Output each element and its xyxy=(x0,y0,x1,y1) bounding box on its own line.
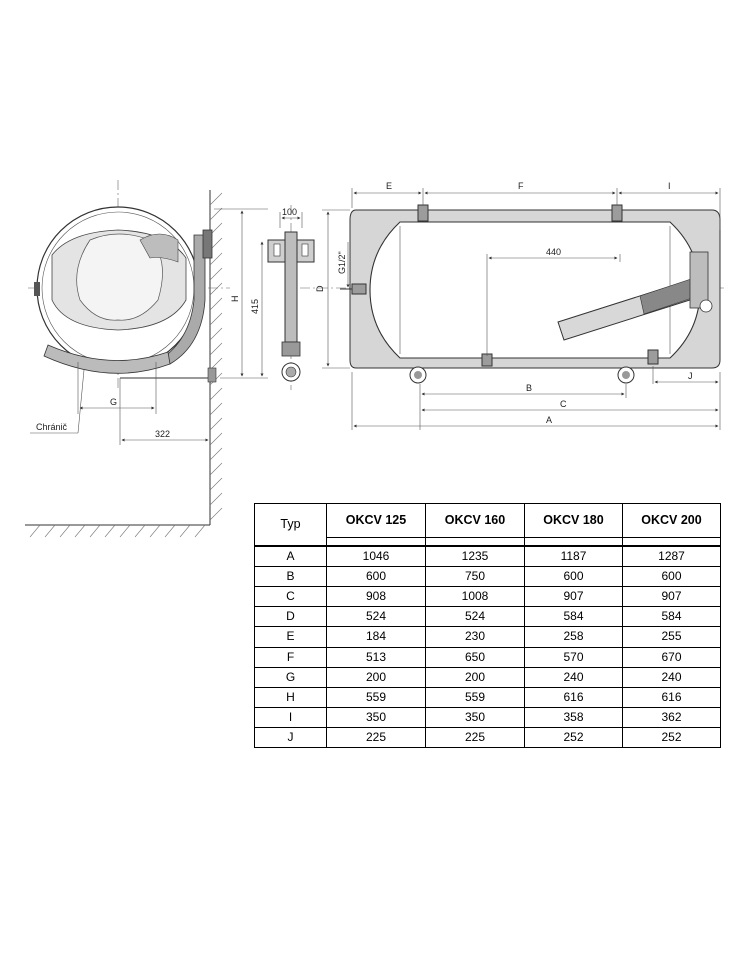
table-cell: 1046 xyxy=(326,545,426,568)
header-okcv-125: OKCV 125 xyxy=(326,503,426,538)
dim-label-f: F xyxy=(518,181,524,191)
header-spacer xyxy=(425,537,525,547)
dim-label-i: I xyxy=(668,181,671,191)
dim-label-b: B xyxy=(526,383,532,393)
dim-label-d: D xyxy=(315,285,325,292)
table-cell: 559 xyxy=(425,686,525,708)
row-label: J xyxy=(254,726,327,749)
table-cell: 907 xyxy=(622,586,721,608)
header-spacer xyxy=(622,537,721,547)
table-cell: 200 xyxy=(326,666,426,688)
table-cell: 362 xyxy=(622,706,721,728)
row-label: A xyxy=(254,545,327,568)
row-label: D xyxy=(254,606,327,628)
header-spacer xyxy=(326,537,426,547)
table-row: C 908 1008 907 907 xyxy=(254,586,721,608)
table-cell: 616 xyxy=(524,686,623,708)
table-cell: 255 xyxy=(622,626,721,648)
table-cell: 524 xyxy=(425,606,525,628)
row-label: E xyxy=(254,626,327,648)
row-label: H xyxy=(254,686,327,708)
dim-label-g12: G1/2" xyxy=(337,251,347,274)
table-cell: 907 xyxy=(524,586,623,608)
table-row: D 524 524 584 584 xyxy=(254,606,721,628)
dim-label-a: A xyxy=(546,415,552,425)
side-view xyxy=(28,180,268,445)
table-cell: 200 xyxy=(425,666,525,688)
table-row: A 1046 1235 1187 1287 xyxy=(254,545,721,568)
table-cell: 240 xyxy=(622,666,721,688)
header-okcv-160: OKCV 160 xyxy=(425,503,525,538)
table-cell: 358 xyxy=(524,706,623,728)
table-cell: 670 xyxy=(622,646,721,668)
table-cell: 600 xyxy=(326,566,426,588)
table-cell: 750 xyxy=(425,566,525,588)
table-cell: 1187 xyxy=(524,545,623,568)
table-cell: 252 xyxy=(524,726,623,749)
table-cell: 559 xyxy=(326,686,426,708)
table-cell: 225 xyxy=(326,726,426,749)
table-row: B 600 750 600 600 xyxy=(254,566,721,588)
row-label: C xyxy=(254,586,327,608)
table-cell: 524 xyxy=(326,606,426,628)
table-cell: 616 xyxy=(622,686,721,708)
table-cell: 600 xyxy=(622,566,721,588)
label-chranic: Chránič xyxy=(36,422,68,432)
header-okcv-200: OKCV 200 xyxy=(622,503,721,538)
table-cell: 570 xyxy=(524,646,623,668)
dim-label-j: J xyxy=(688,371,693,381)
table-cell: 584 xyxy=(622,606,721,628)
dim-label-415: 415 xyxy=(250,299,260,314)
table-row: E 184 230 258 255 xyxy=(254,626,721,648)
header-typ: Typ xyxy=(254,503,327,546)
table-cell: 350 xyxy=(425,706,525,728)
table-cell: 1287 xyxy=(622,545,721,568)
table-cell: 184 xyxy=(326,626,426,648)
table-cell: 230 xyxy=(425,626,525,648)
row-label: G xyxy=(254,666,327,688)
table-cell: 225 xyxy=(425,726,525,749)
dim-label-h: H xyxy=(230,296,240,303)
table-cell: 513 xyxy=(326,646,426,668)
dim-label-100: 100 xyxy=(282,207,297,217)
table-row: H 559 559 616 616 xyxy=(254,686,721,708)
row-label: I xyxy=(254,706,327,728)
table-cell: 252 xyxy=(622,726,721,749)
table-cell: 1008 xyxy=(425,586,525,608)
table-cell: 258 xyxy=(524,626,623,648)
front-view xyxy=(300,188,725,430)
table-row: F 513 650 570 670 xyxy=(254,646,721,668)
table-cell: 600 xyxy=(524,566,623,588)
dim-label-322: 322 xyxy=(155,429,170,439)
table-cell: 650 xyxy=(425,646,525,668)
table-cell: 1235 xyxy=(425,545,525,568)
header-spacer xyxy=(524,537,623,547)
dim-label-c: C xyxy=(560,399,567,409)
row-label: F xyxy=(254,646,327,668)
dimensions-table: Typ OKCV 125 OKCV 160 OKCV 180 OKCV 200 … xyxy=(254,503,721,749)
table-cell: 240 xyxy=(524,666,623,688)
header-okcv-180: OKCV 180 xyxy=(524,503,623,538)
table-row: I 350 350 358 362 xyxy=(254,706,721,728)
table-row: G 200 200 240 240 xyxy=(254,666,721,688)
table-row: J 225 225 252 252 xyxy=(254,726,721,749)
bracket-detail xyxy=(267,205,315,390)
dim-label-440: 440 xyxy=(546,247,561,257)
row-label: B xyxy=(254,566,327,588)
dim-label-g: G xyxy=(110,397,117,407)
table-cell: 350 xyxy=(326,706,426,728)
dim-label-e: E xyxy=(386,181,392,191)
table-cell: 908 xyxy=(326,586,426,608)
table-cell: 584 xyxy=(524,606,623,628)
